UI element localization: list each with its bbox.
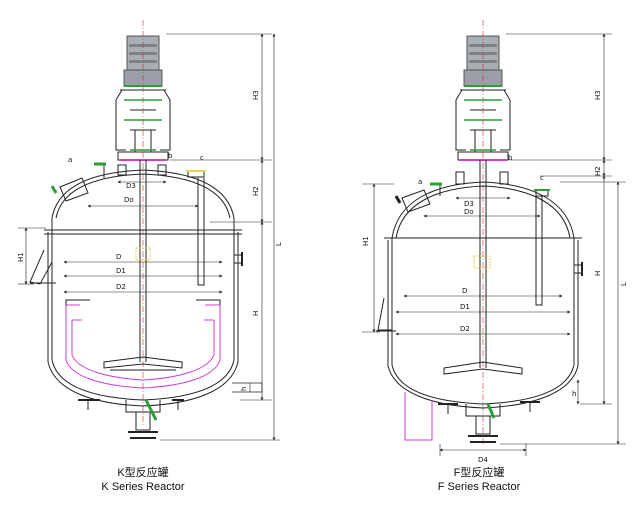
- f-bottom-head: [391, 364, 575, 405]
- k-jacket: [47, 232, 239, 407]
- f-nozzle-a: [401, 189, 431, 213]
- f-label-d2: D2: [460, 325, 470, 333]
- f-jacket: [387, 240, 579, 409]
- k-dimensions: [18, 33, 280, 441]
- k-label-h: H: [252, 311, 260, 316]
- f-caption-cn: F型反应罐: [453, 467, 505, 479]
- f-label-d: D: [462, 287, 467, 295]
- k-caption-cn: K型反应罐: [117, 467, 169, 479]
- k-series-reactor: a b c D3 Do D D1 D2 H3 H2 H L H1 h: [17, 20, 283, 441]
- f-dimensions: [362, 33, 626, 456]
- f-label-h2: H2: [594, 166, 602, 176]
- f-label-h: H: [594, 271, 602, 276]
- f-label-c: c: [540, 174, 544, 182]
- f-label-a: a: [418, 178, 422, 186]
- k-label-h1: H1: [17, 252, 25, 262]
- k-label-h-small: h: [240, 387, 248, 391]
- f-caption: F型反应罐 F Series Reactor: [424, 466, 534, 494]
- k-internal-coil: [65, 304, 221, 389]
- k-label-h2: H2: [252, 186, 260, 196]
- k-caption: K型反应罐 K Series Reactor: [93, 466, 193, 494]
- f-label-h1: H1: [362, 236, 370, 246]
- k-label-l: L: [275, 242, 283, 246]
- k-nozzle-a: [59, 177, 89, 202]
- k-label-a: a: [68, 156, 72, 164]
- k-bottom-head: [51, 359, 235, 401]
- f-top-head: [391, 181, 575, 239]
- k-caption-en: K Series Reactor: [101, 481, 185, 493]
- f-series-reactor: a b c D3 Do D D1 D2 D4 H3 H2 H L H1 h: [362, 20, 628, 464]
- f-label-d4: D4: [478, 456, 488, 464]
- f-support-leg: [404, 392, 433, 441]
- f-label-do: Do: [464, 208, 474, 216]
- k-label-b: b: [168, 152, 173, 160]
- k-label-d1: D1: [116, 267, 126, 275]
- f-label-h3: H3: [594, 90, 602, 100]
- f-label-d3: D3: [464, 200, 474, 208]
- f-label-l: L: [620, 282, 628, 286]
- k-label-h3: H3: [252, 90, 260, 100]
- k-label-d: D: [116, 253, 121, 261]
- k-top-head: [51, 169, 235, 219]
- k-label-c: c: [200, 154, 204, 162]
- f-label-h-small: h: [572, 390, 576, 398]
- k-label-d2: D2: [116, 283, 126, 291]
- k-label-do: Do: [124, 196, 134, 204]
- f-caption-en: F Series Reactor: [437, 481, 521, 493]
- f-label-b: b: [508, 154, 513, 162]
- k-label-d3: D3: [126, 182, 136, 190]
- f-label-d1: D1: [460, 303, 470, 311]
